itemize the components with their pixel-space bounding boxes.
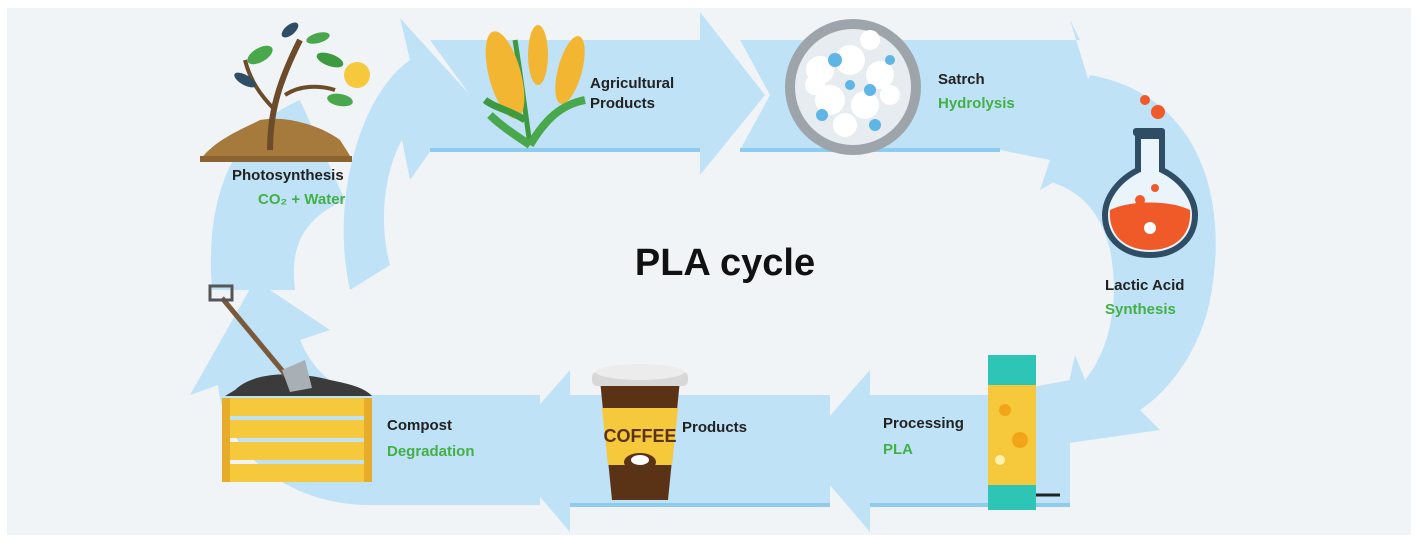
starch-label: Satrch (938, 71, 985, 88)
processing-sublabel: PLA (883, 441, 913, 458)
diagram-title: PLA cycle (634, 242, 816, 284)
compost-sublabel: Degradation (387, 443, 475, 460)
corn-icon (482, 25, 586, 149)
arrow-segment-lactic-acid (1045, 75, 1216, 445)
agricultural-label-line2: Products (590, 95, 656, 112)
pla-tube-icon (988, 355, 1060, 510)
agricultural-label: Agricultural (590, 75, 675, 92)
photosynthesis-label: Photosynthesis (232, 167, 344, 184)
lactic-acid-label: Lactic Acid (1105, 277, 1185, 294)
compost-label: Compost (387, 417, 452, 434)
starch-dish-icon (785, 19, 921, 155)
plant-icon (200, 22, 370, 162)
arrow-segment-photosynthesis (343, 18, 470, 290)
coffee-cup-icon: COFFEE (592, 364, 688, 500)
flask-icon (1101, 95, 1199, 259)
photosynthesis-sublabel: CO₂ + Water (258, 191, 346, 208)
lactic-acid-sublabel: Synthesis (1105, 301, 1176, 318)
starch-sublabel: Hydrolysis (938, 95, 1015, 112)
compost-crate-icon (208, 284, 372, 482)
coffee-cup-text: COFFEE (603, 426, 676, 446)
processing-label: Processing (883, 415, 964, 432)
products-label: Products (682, 419, 748, 436)
